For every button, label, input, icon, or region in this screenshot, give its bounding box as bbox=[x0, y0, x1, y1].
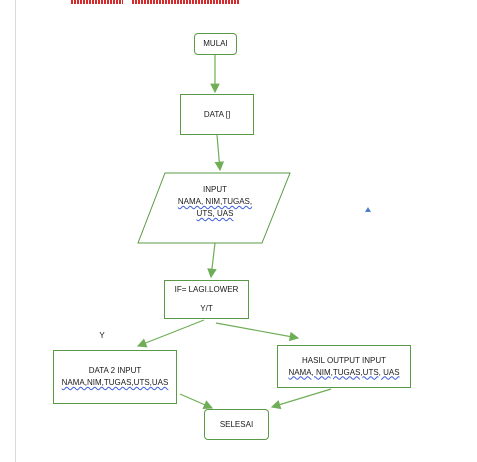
arrow-input-to-decision bbox=[207, 242, 217, 279]
arrow-decision-to-no bbox=[215, 322, 300, 342]
cursor-marker-icon bbox=[365, 207, 371, 212]
header-text-mark-left bbox=[71, 0, 123, 4]
yes-branch-line-2: NAMA,NIM,TUGAS,UTS,UAS bbox=[61, 378, 169, 387]
page-margin-line bbox=[15, 0, 16, 462]
no-branch-node: HASIL OUTPUT INPUT NAMA, NIM,TUGAS,UTS, … bbox=[277, 345, 411, 388]
no-branch-line-1: HASIL OUTPUT INPUT bbox=[301, 355, 386, 365]
yes-edge-label: Y bbox=[99, 331, 105, 340]
data-label: DATA [] bbox=[203, 109, 231, 119]
arrow-decision-to-yes bbox=[136, 319, 205, 348]
decision-node: IF= LAGI.LOWER Y/T bbox=[164, 280, 249, 319]
arrow-yes-to-end bbox=[179, 393, 214, 410]
start-node: MULAI bbox=[194, 33, 237, 55]
end-label: SELESAI bbox=[219, 419, 254, 429]
input-line-1: INPUT bbox=[203, 185, 227, 194]
arrow-data-to-input bbox=[214, 134, 225, 172]
arrow-no-to-end bbox=[270, 388, 332, 410]
yes-branch-node: DATA 2 INPUT NAMA,NIM,TUGAS,UTS,UAS bbox=[53, 350, 177, 404]
start-label: MULAI bbox=[203, 39, 228, 48]
yes-branch-line-1: DATA 2 INPUT bbox=[88, 366, 142, 375]
decision-line-2: Y/T bbox=[200, 303, 213, 313]
end-node: SELESAI bbox=[204, 409, 269, 440]
input-node-text: INPUT NAMA, NIM,TUGAS, UTS, UAS bbox=[165, 184, 265, 220]
input-parallelogram bbox=[137, 172, 291, 244]
decision-line-1: IF= LAGI.LOWER bbox=[174, 285, 239, 295]
header-text-mark-right bbox=[132, 0, 240, 4]
input-line-2: NAMA, NIM,TUGAS, bbox=[177, 197, 253, 206]
input-line-3: UTS, UAS bbox=[196, 209, 234, 218]
no-branch-line-2: NAMA, NIM,TUGAS,UTS, UAS bbox=[288, 367, 400, 377]
data-node: DATA [] bbox=[180, 94, 254, 135]
